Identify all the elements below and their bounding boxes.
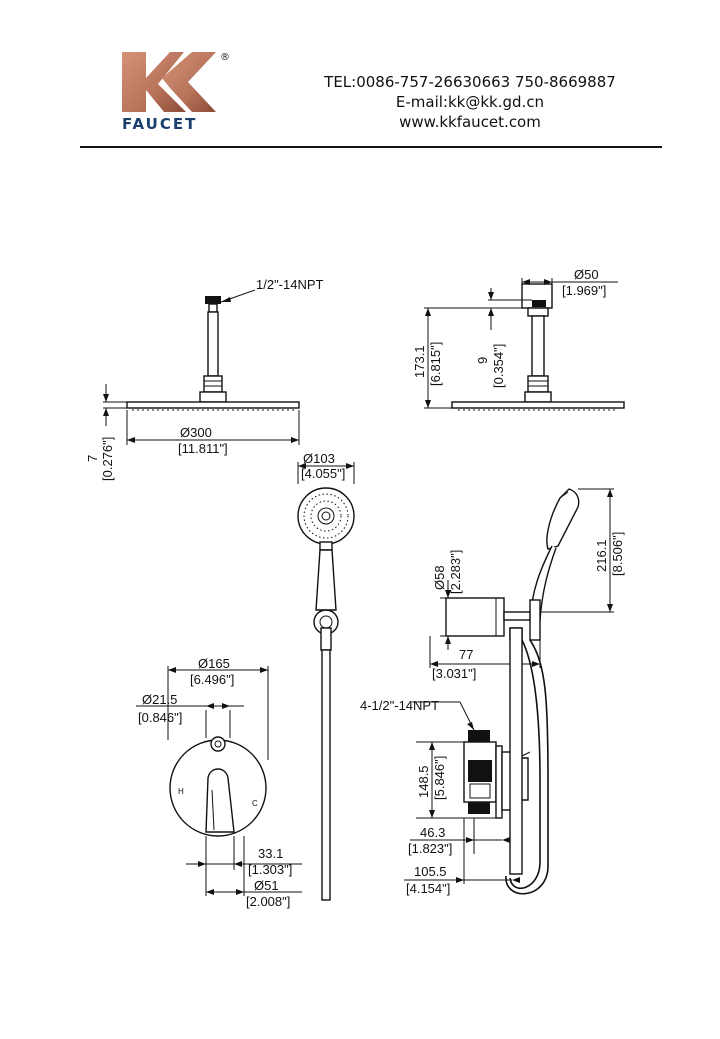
holder-depth-in: [3.031"] bbox=[432, 666, 476, 681]
holder-depth-mm: 77 bbox=[459, 647, 473, 662]
flange-diameter-mm: Ø50 bbox=[574, 267, 599, 282]
kk-faucet-logo: ® FAUCET bbox=[122, 52, 230, 133]
arm-length-in: [6.815"] bbox=[428, 342, 443, 386]
plate-diameter-in: [6.496"] bbox=[190, 672, 234, 687]
handle-base-in: [2.008"] bbox=[246, 894, 290, 909]
flange-height-mm: 9 bbox=[475, 357, 490, 364]
head-thickness-in: [0.276"] bbox=[100, 437, 115, 481]
registered-mark: ® bbox=[220, 52, 230, 63]
total-depth-in: [4.154"] bbox=[406, 881, 450, 896]
hand-diameter-mm: Ø103 bbox=[303, 451, 335, 466]
shower-arm-side-view: Ø50 [1.969"] 173.1 [6.815"] 9 [0.354"] bbox=[412, 267, 625, 411]
handle-width-in: [1.303"] bbox=[248, 862, 292, 877]
arm-length-mm: 173.1 bbox=[412, 345, 427, 378]
head-diameter-mm: Ø300 bbox=[180, 425, 212, 440]
hand-diameter-in: [4.055"] bbox=[301, 466, 345, 481]
arm-thread-label: 1/2"-14NPT bbox=[256, 277, 324, 292]
valve-depth-mm: 46.3 bbox=[420, 825, 445, 840]
holder-height-mm: 216.1 bbox=[594, 539, 609, 572]
hot-mark: H bbox=[178, 787, 184, 796]
contact-tel: TEL:0086-757-26630663 750-8669887 bbox=[324, 73, 616, 91]
contact-website[interactable]: www.kkfaucet.com bbox=[399, 113, 541, 131]
shower-head-front-view: 1/2"-14NPT Ø300 [11.811"] 7 [0.276"] bbox=[85, 277, 324, 481]
outlet-diameter-in: [0.846"] bbox=[138, 710, 182, 725]
head-diameter-in: [11.811"] bbox=[178, 441, 228, 456]
valve-depth-in: [1.823"] bbox=[408, 841, 452, 856]
cold-mark: C bbox=[252, 799, 258, 808]
valve-height-in: [5.846"] bbox=[432, 756, 447, 800]
handle-width-mm: 33.1 bbox=[258, 846, 283, 861]
valve-height-mm: 148.5 bbox=[416, 765, 431, 798]
valve-thread-label: 4-1/2"-14NPT bbox=[360, 698, 439, 713]
header-divider bbox=[80, 146, 662, 148]
holder-diameter-in: [2.283"] bbox=[448, 550, 463, 594]
total-depth-mm: 105.5 bbox=[414, 864, 447, 879]
brand-name: FAUCET bbox=[122, 115, 197, 133]
plate-diameter-mm: Ø165 bbox=[198, 656, 230, 671]
holder-diameter-mm: Ø58 bbox=[432, 565, 447, 590]
hand-shower-front-view: Ø103 [4.055"] bbox=[297, 451, 355, 901]
flange-diameter-in: [1.969"] bbox=[562, 283, 606, 298]
hand-shower-side-view: 216.1 [8.506"] Ø58 [2.283"] 77 [3.031"] bbox=[429, 488, 625, 681]
holder-height-in: [8.506"] bbox=[610, 532, 625, 576]
outlet-diameter-mm: Ø21.5 bbox=[142, 692, 177, 707]
handle-base-mm: Ø51 bbox=[254, 878, 279, 893]
contact-email: E-mail:kk@kk.gd.cn bbox=[395, 93, 545, 111]
valve-trim-front-view: Ø165 [6.496"] Ø21.5 [0.846"] H C 33.1 [1… bbox=[136, 656, 302, 909]
flange-height-in: [0.354"] bbox=[491, 344, 506, 388]
valve-body-side-view: 4-1/2"-14NPT 148.5 [5.846"] 46.3 [1.823"… bbox=[360, 627, 549, 896]
head-thickness-mm: 7 bbox=[85, 455, 100, 462]
